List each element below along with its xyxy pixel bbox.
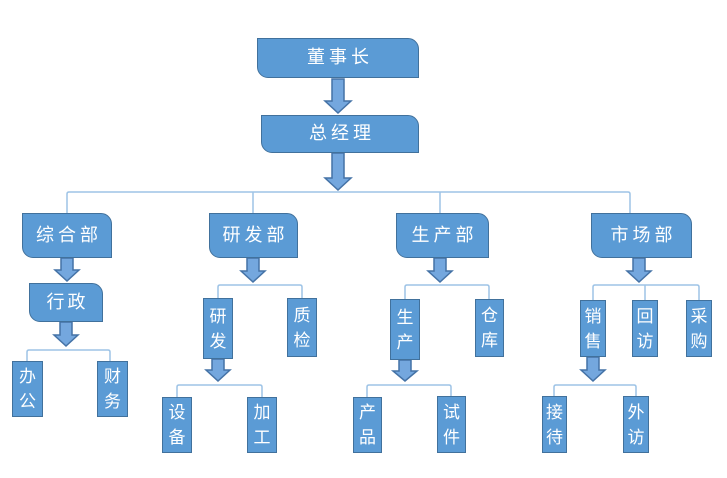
connector-production-dept-children — [404, 284, 490, 299]
node-admin: 行政 — [29, 283, 103, 322]
connector-production-children — [366, 384, 452, 397]
node-general-dept: 综合部 — [22, 213, 112, 258]
node-sales: 销售 — [580, 300, 606, 357]
node-office: 办公 — [12, 361, 43, 417]
node-rd-dept: 研发部 — [209, 213, 298, 258]
node-follow-up: 回访 — [632, 300, 658, 357]
node-warehouse: 仓库 — [475, 299, 504, 357]
node-production-dept: 生产部 — [396, 213, 489, 258]
arrow-production-down-icon — [390, 359, 420, 382]
arrow-general-dept-down-icon — [53, 257, 81, 283]
node-equipment: 设备 — [162, 397, 192, 453]
node-processing: 加工 — [247, 397, 277, 453]
connector-lines — [26, 191, 700, 397]
node-procurement: 采购 — [686, 300, 712, 357]
node-general-manager: 总经理 — [261, 115, 419, 153]
node-qc: 质检 — [287, 298, 317, 357]
arrow-gm-to-depts-icon — [323, 152, 353, 192]
arrow-admin-down-icon — [52, 321, 80, 348]
node-chairman: 董事长 — [257, 38, 419, 78]
node-outside-visit: 外访 — [623, 396, 649, 453]
node-rd: 研发 — [203, 298, 233, 359]
node-production: 生产 — [390, 299, 420, 360]
connector-rd-children — [176, 384, 263, 397]
arrow-rd-down-icon — [204, 358, 232, 383]
node-product: 产品 — [353, 397, 382, 453]
node-test-piece: 试件 — [437, 396, 466, 453]
block-arrows — [52, 78, 653, 383]
arrow-production-dept-down-icon — [426, 257, 454, 284]
connector-rd-dept-children — [217, 284, 303, 298]
connector-sales-children — [553, 384, 637, 396]
arrow-sales-down-icon — [579, 356, 607, 383]
arrow-rd-dept-down-icon — [239, 257, 267, 284]
node-marketing-dept: 市场部 — [591, 213, 692, 258]
arrow-marketing-dept-down-icon — [625, 257, 653, 284]
connector-gm-to-depts — [66, 191, 631, 213]
node-reception: 接待 — [542, 396, 567, 453]
node-finance: 财务 — [97, 361, 128, 417]
arrow-chairman-to-gm-icon — [323, 78, 353, 115]
connector-marketing-dept-children — [592, 284, 700, 300]
connector-admin-children — [26, 349, 111, 361]
